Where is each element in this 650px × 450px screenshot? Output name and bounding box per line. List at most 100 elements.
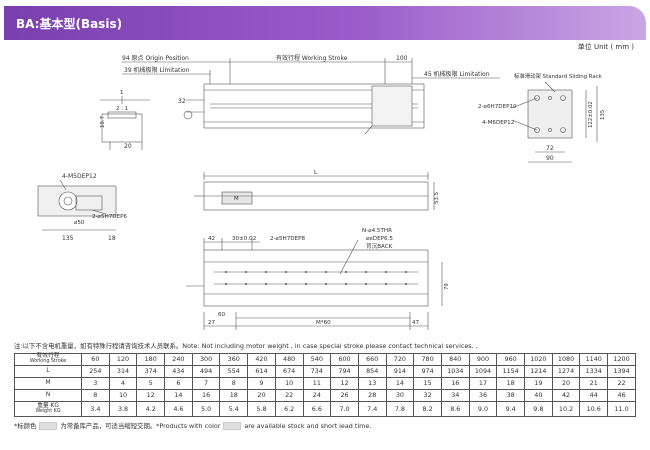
n-cell: 14 (164, 389, 193, 402)
l-cell: 434 (164, 365, 193, 378)
label-dim-122: 122±0.02 (588, 101, 594, 128)
technical-drawing: 94 原点 Origin Position 有效行程 Working Strok… (37, 54, 606, 330)
label-dim-10-7: 10.7 (100, 116, 106, 128)
n-cell: 8 (81, 389, 110, 402)
m-cell: 21 (579, 377, 609, 390)
l-cell: 1394 (607, 365, 636, 378)
stroke-cell: 780 (413, 353, 442, 366)
m-cell: 15 (413, 377, 442, 390)
weight-cell: 4.6 (164, 401, 193, 417)
label-hole-8: 2-⌀5H7DEP8 (270, 236, 305, 242)
n-cell: 16 (191, 389, 221, 402)
stock-color-swatch (39, 422, 58, 430)
row-header-weight: 重量 KG Weight KG (14, 401, 82, 417)
l-cell: 794 (330, 365, 359, 378)
weight-cell: 8.6 (440, 401, 470, 417)
n-cell: 32 (413, 389, 442, 402)
footnote-end: are available stock and short lead time. (244, 422, 372, 430)
l-cell: 974 (413, 365, 442, 378)
m-cell: 5 (136, 377, 166, 390)
label-ratio-value: 2 : 1 (116, 106, 128, 112)
m-cell: 10 (274, 377, 304, 390)
weight-note: 注:以下不含电机重量，如有特殊行程请咨询技术人员联系。Note: Not inc… (14, 342, 478, 350)
label-dim-53-5: 53.5 (434, 192, 440, 204)
n-cell: 42 (551, 389, 581, 402)
label-hole-6: 2-⌀5H7DEP6 (92, 214, 127, 220)
m-cell: 8 (219, 377, 249, 390)
label-hole-12: 4-M6DEP12 (482, 120, 514, 126)
l-cell: 914 (385, 365, 415, 378)
n-cell: 38 (496, 389, 525, 402)
l-cell: 254 (81, 365, 110, 378)
l-cell: 734 (302, 365, 332, 378)
m-cell: 14 (385, 377, 415, 390)
m-cell: 17 (468, 377, 498, 390)
weight-cell: 11.0 (607, 401, 636, 417)
label-hole-10: 2-⌀6H7DEP10 (478, 104, 517, 110)
stroke-cell: 720 (385, 353, 415, 366)
stroke-cell: 1140 (579, 353, 609, 366)
label-dim-42: 42 (208, 236, 215, 242)
row-header-stroke: 有效行程 Working Stroke (14, 353, 82, 366)
l-cell: 614 (247, 365, 276, 378)
l-cell: 1034 (440, 365, 470, 378)
l-cell: 1154 (496, 365, 525, 378)
weight-cell: 3.4 (81, 401, 110, 417)
m-cell: 22 (607, 377, 636, 390)
stroke-cell: 120 (108, 353, 138, 366)
label-dim-18: 18 (108, 235, 116, 242)
n-cell: 12 (136, 389, 166, 402)
weight-cell: 9.8 (524, 401, 553, 417)
label-limit-39: 39 机械极限 Limitation (124, 66, 190, 74)
m-cell: 13 (357, 377, 387, 390)
weight-cell: 4.2 (136, 401, 166, 417)
m-cell: 12 (330, 377, 359, 390)
l-cell: 1274 (551, 365, 581, 378)
label-dim-m60: M*60 (316, 320, 331, 326)
label-dim-32: 32 (178, 98, 186, 105)
label-m5-thread: 4-M5DEP12 (62, 173, 97, 180)
n-cell: 24 (302, 389, 332, 402)
stroke-cell: 180 (136, 353, 166, 366)
n-cell: 34 (440, 389, 470, 402)
label-dim-72: 72 (546, 145, 554, 152)
label-dim-27: 27 (208, 320, 216, 326)
weight-cell: 3.8 (108, 401, 138, 417)
l-cell: 854 (357, 365, 387, 378)
weight-cell: 5.4 (219, 401, 249, 417)
m-cell: 6 (164, 377, 193, 390)
weight-cell: 9.4 (496, 401, 525, 417)
stroke-cell: 360 (219, 353, 249, 366)
stroke-cell: 420 (247, 353, 276, 366)
m-cell: 18 (496, 377, 525, 390)
label-thread-back: 背沉BACK (366, 242, 393, 250)
weight-cell: 7.4 (357, 401, 387, 417)
label-limit-45: 45 机械极限 Limitation (424, 70, 490, 78)
label-length-l: L (314, 169, 318, 176)
stroke-cell: 1080 (551, 353, 581, 366)
label-dim-30: 30±0.02 (232, 236, 256, 242)
footnote-prefix: *标颜色 (14, 422, 37, 430)
stroke-cell: 600 (330, 353, 359, 366)
stroke-cell: 240 (164, 353, 193, 366)
m-cell: 3 (81, 377, 110, 390)
weight-cell: 9.0 (468, 401, 498, 417)
label-dim-20: 20 (124, 143, 132, 150)
label-dim-135: 135 (62, 235, 74, 242)
weight-cell: 8.2 (413, 401, 442, 417)
stroke-cell: 840 (440, 353, 470, 366)
n-cell: 26 (330, 389, 359, 402)
m-cell: 4 (108, 377, 138, 390)
stock-color-swatch-2 (223, 422, 242, 430)
m-cell: 19 (524, 377, 553, 390)
top-view-carriage (371, 85, 413, 127)
stroke-cell: 960 (496, 353, 525, 366)
label-dim-79: 79 (444, 283, 450, 290)
m-cell: 7 (191, 377, 221, 390)
m-cell: 11 (302, 377, 332, 390)
l-cell: 1094 (468, 365, 498, 378)
stroke-cell: 480 (274, 353, 304, 366)
